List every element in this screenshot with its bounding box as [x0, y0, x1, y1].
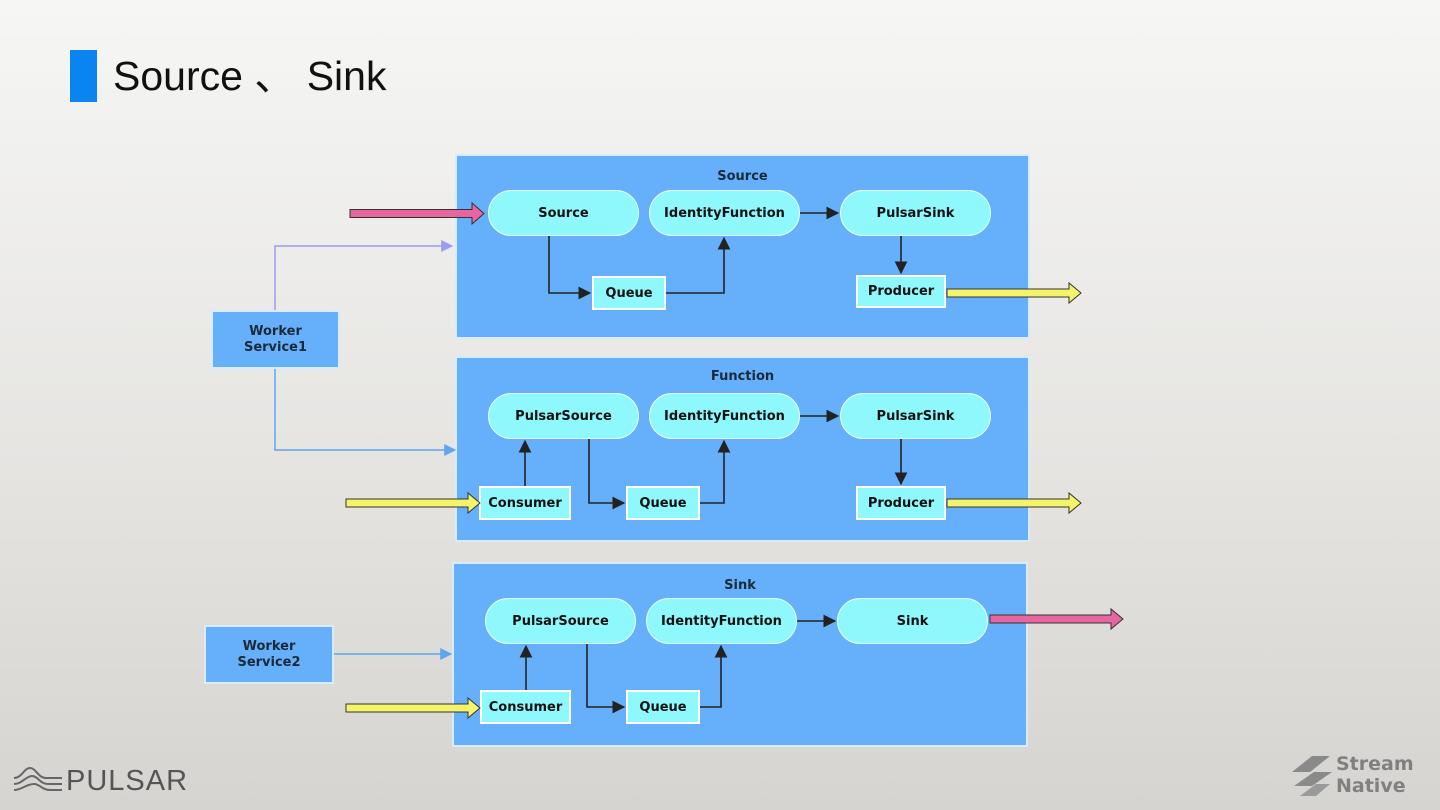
queue-to-identity-edge [700, 439, 731, 504]
pulsar-sink-node: PulsarSink [840, 393, 991, 439]
panel-function-title: Function [710, 369, 775, 384]
pulsarsource-to-queue-edge [588, 439, 626, 510]
panel-sink-title: Sink [724, 578, 756, 593]
panel-source-title: Source [717, 169, 768, 184]
consumer-node: Consumer [480, 690, 571, 724]
queue-to-identity-edge [700, 644, 728, 708]
streamnative-logo: Stream Native [1290, 752, 1414, 798]
streamnative-logo-line1: Stream [1336, 753, 1414, 775]
consumer-node: Consumer [479, 486, 571, 520]
worker1-to-source-link [274, 240, 454, 310]
producer-output-arrow [946, 491, 1082, 515]
queue-to-identity-edge [666, 236, 731, 294]
producer-output-arrow [946, 281, 1082, 305]
worker-service1-line1: Worker [249, 323, 302, 339]
queue-node: Queue [626, 690, 700, 724]
queue-node: Queue [592, 276, 666, 310]
pulsar-logo: PULSAR [12, 764, 188, 798]
consumer-input-arrow [345, 491, 481, 515]
pulsar-source-node: PulsarSource [485, 598, 636, 644]
panel-source: Source [455, 154, 1030, 339]
source-node: Source [488, 190, 639, 236]
identity-function-node: IdentityFunction [646, 598, 797, 644]
worker-service1: Worker Service1 [211, 310, 340, 369]
producer-node: Producer [856, 275, 946, 308]
pulsar-sink-node: PulsarSink [840, 190, 991, 236]
pulsarsource-to-queue-edge [586, 644, 626, 714]
worker1-to-function-link [274, 369, 457, 456]
sink-node: Sink [837, 598, 988, 644]
page-title: Source 、 Sink [113, 53, 387, 99]
queue-node: Queue [626, 486, 700, 520]
worker-service2-line1: Worker [242, 638, 296, 654]
pulsar-wave-icon [13, 766, 62, 791]
identity-function-node: IdentityFunction [649, 190, 800, 236]
producer-node: Producer [856, 486, 946, 520]
worker-service2-line2: Service2 [237, 654, 301, 670]
pulsar-logo-text: PULSAR [66, 764, 189, 797]
source-to-queue-edge [548, 236, 592, 300]
title-accent-bar [70, 50, 97, 102]
external-input-arrow [349, 201, 485, 226]
streamnative-chevron-icon [1292, 756, 1332, 796]
identity-function-node: IdentityFunction [649, 393, 800, 439]
worker-service1-line2: Service1 [243, 339, 308, 355]
external-output-arrow [989, 607, 1124, 631]
consumer-input-arrow [345, 696, 481, 720]
worker-service2: Worker Service2 [204, 625, 334, 684]
pulsar-source-node: PulsarSource [488, 393, 639, 439]
streamnative-logo-line2: Native [1336, 775, 1406, 797]
